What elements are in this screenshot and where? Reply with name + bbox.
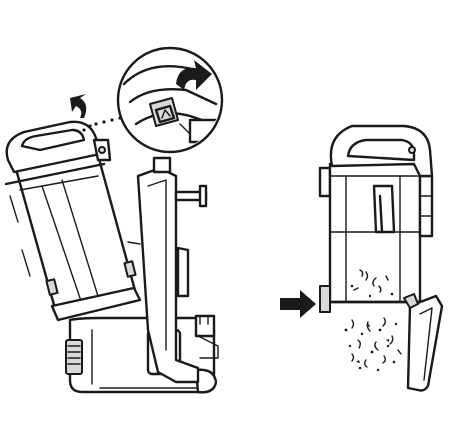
release-button-icon	[149, 97, 179, 127]
dust-cup-tilted	[4, 120, 142, 322]
push-arrow-icon	[280, 290, 316, 318]
dust-cup-lid-open	[403, 293, 444, 392]
curved-arrow-icon	[70, 94, 87, 118]
debris-inside	[350, 269, 394, 298]
vacuum-main-body	[65, 156, 219, 394]
curved-arrow-icon	[176, 60, 212, 90]
magnified-detail	[116, 46, 224, 154]
falling-debris	[344, 317, 402, 372]
dust-cup-upright	[318, 124, 434, 313]
